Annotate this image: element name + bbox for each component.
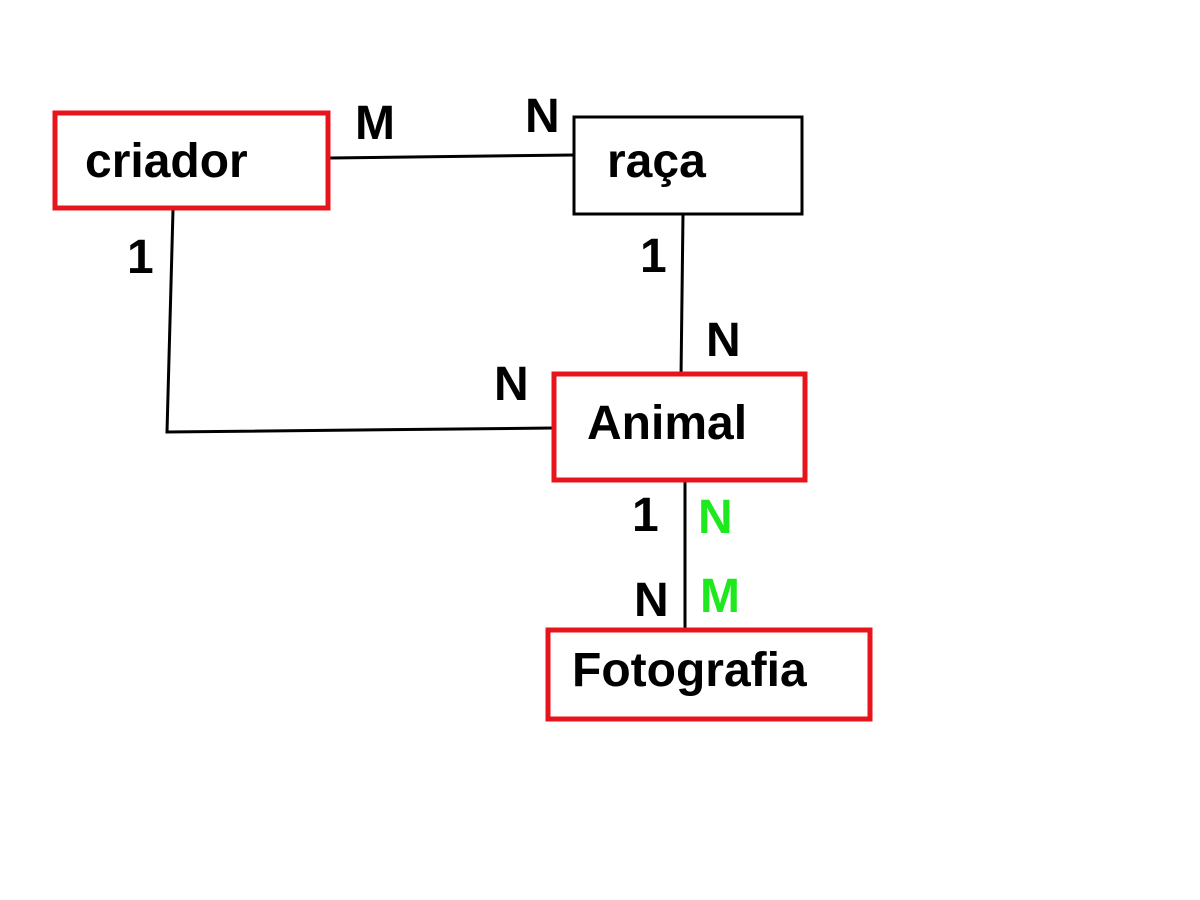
entity-raca-box (572, 115, 804, 216)
cardinality-animal-fotografia-alt-m: M (700, 570, 740, 623)
cardinality-animal-fotografia-alt-n: N (698, 491, 733, 544)
entity-raca-label: raça (607, 135, 706, 188)
cardinality-raca-animal-n: N (706, 314, 741, 367)
entity-fotografia-box (545, 627, 873, 722)
relationship-line-criador-animal (165, 209, 555, 434)
entity-criador: criador (52, 110, 331, 211)
relationship-line-raca-animal (679, 213, 685, 379)
entity-fotografia-label: Fotografia (572, 644, 807, 697)
cardinality-criador-animal-1: 1 (127, 231, 154, 284)
entity-raca: raça (572, 115, 804, 216)
entity-animal-label: Animal (587, 397, 747, 450)
cardinality-criador-raca-m: M (355, 97, 395, 150)
entity-fotografia: Fotografia (545, 627, 873, 722)
relationship-line-criador-raca (329, 153, 575, 160)
cardinality-raca-animal-1: 1 (640, 230, 667, 283)
entity-animal: Animal (551, 371, 808, 483)
entity-criador-box (52, 110, 331, 211)
cardinality-criador-animal-n: N (494, 358, 529, 411)
cardinality-animal-fotografia-n: N (634, 574, 669, 627)
cardinality-criador-raca-n: N (525, 90, 560, 143)
entity-animal-box (551, 371, 808, 483)
entity-criador-label: criador (85, 135, 248, 188)
cardinality-animal-fotografia-1: 1 (632, 489, 659, 542)
